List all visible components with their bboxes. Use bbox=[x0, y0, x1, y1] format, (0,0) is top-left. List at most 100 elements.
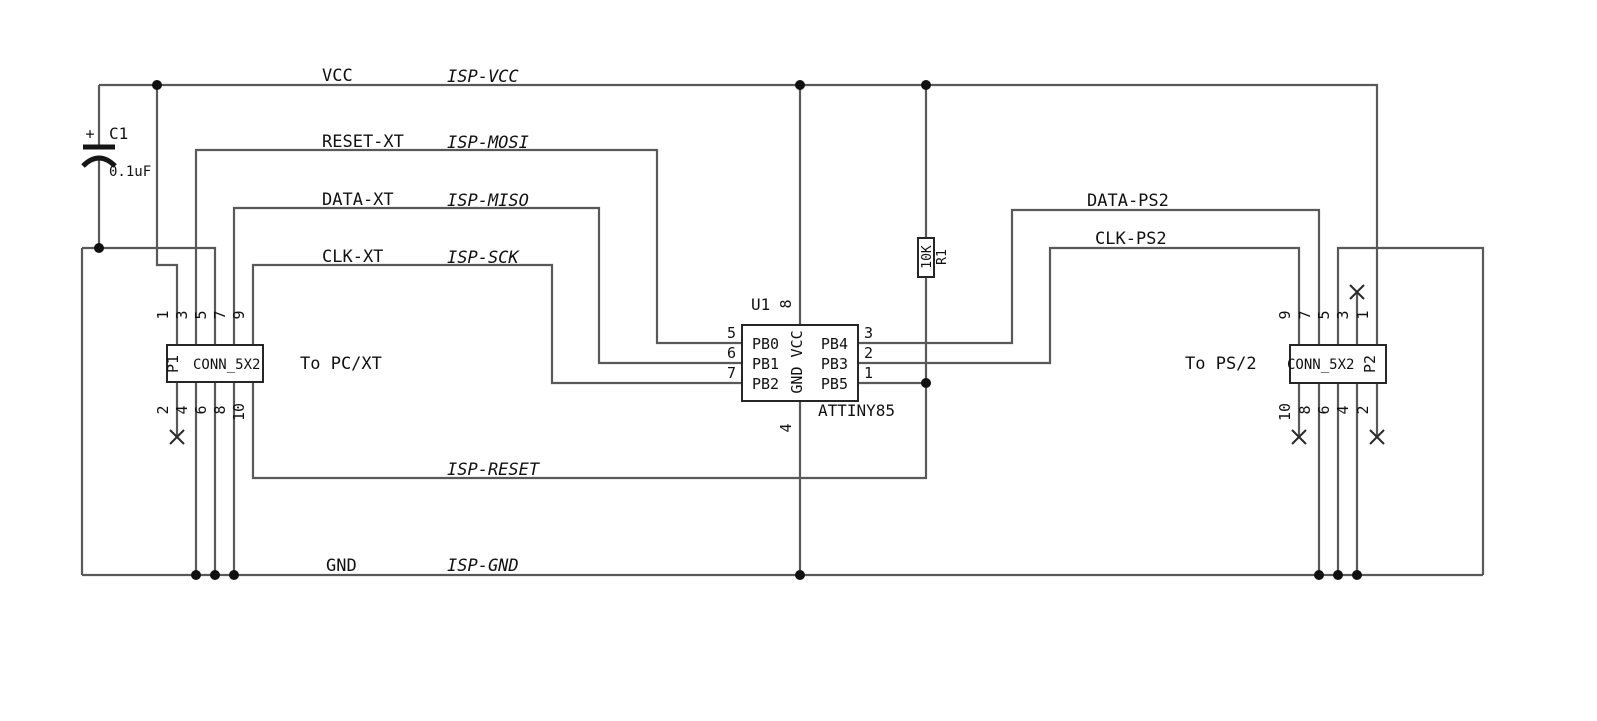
p1-pin10-number: 10 bbox=[230, 403, 248, 421]
p1-pin1-number: 1 bbox=[154, 310, 172, 319]
junction-dot bbox=[94, 243, 104, 253]
p1-note: To PC/XT bbox=[300, 354, 382, 374]
component-p1: P1 CONN_5X2 1 3 5 7 9 2 4 6 8 10 To PC/X… bbox=[154, 310, 382, 421]
u1-pin5-number: 5 bbox=[727, 324, 736, 342]
p1-value: CONN_5X2 bbox=[193, 357, 260, 373]
wire-isp-reset bbox=[251, 382, 928, 480]
net-label-isp-reset: ISP-RESET bbox=[447, 460, 541, 480]
p1-pin2-number: 2 bbox=[154, 405, 172, 414]
component-p2: P2 CONN_5X2 9 7 5 3 1 10 8 6 4 2 To PS/2 bbox=[1185, 310, 1387, 421]
net-label-data-xt: DATA-XT bbox=[322, 190, 394, 210]
junction-dot bbox=[921, 80, 931, 90]
junction-dots bbox=[94, 80, 1362, 580]
junction-dot bbox=[210, 570, 220, 580]
p1-pin8-number: 8 bbox=[211, 405, 229, 414]
junction-dot bbox=[1314, 570, 1324, 580]
u1-pin3-number: 3 bbox=[864, 324, 873, 342]
c1-ref: C1 bbox=[109, 124, 128, 143]
net-label-isp-miso: ISP-MISO bbox=[447, 191, 529, 211]
p2-pin7-number: 7 bbox=[1296, 310, 1314, 319]
junction-dot bbox=[795, 80, 805, 90]
wire-p1-pin1-vcc bbox=[155, 85, 179, 345]
net-labels: VCC ISP-VCC RESET-XT ISP-MOSI DATA-XT IS… bbox=[322, 66, 1169, 576]
net-label-clk-ps2: CLK-PS2 bbox=[1095, 229, 1167, 249]
net-label-isp-mosi: ISP-MOSI bbox=[447, 133, 529, 153]
u1-pin-name-pb3: PB3 bbox=[821, 355, 848, 373]
component-u1: U1 8 4 5 6 7 PB0 PB1 PB2 3 2 1 PB4 PB3 P… bbox=[727, 295, 895, 433]
p2-pin2-number: 2 bbox=[1354, 405, 1372, 414]
p1-pin7-number: 7 bbox=[211, 310, 229, 319]
junction-dot bbox=[1333, 570, 1343, 580]
junction-dot bbox=[921, 378, 931, 388]
u1-pin-name-pb2: PB2 bbox=[752, 375, 779, 393]
p2-pin10-number: 10 bbox=[1276, 403, 1294, 421]
u1-pin-name-pb1: PB1 bbox=[752, 355, 779, 373]
p2-pin5-number: 5 bbox=[1315, 310, 1333, 319]
u1-pin-name-pb5: PB5 bbox=[821, 375, 848, 393]
u1-power-pins-label: GND VCC bbox=[788, 330, 806, 393]
net-label-data-ps2: DATA-PS2 bbox=[1087, 191, 1169, 211]
wire-gnd-right-rail-p2-pin5 bbox=[1336, 246, 1485, 575]
p2-ref: P2 bbox=[1361, 355, 1379, 373]
u1-pin2-number: 2 bbox=[864, 344, 873, 362]
junction-dot bbox=[229, 570, 239, 580]
no-connect-x-icon bbox=[1349, 284, 1365, 300]
p2-pin8-number: 8 bbox=[1296, 405, 1314, 414]
wires bbox=[80, 83, 1485, 577]
junction-dot bbox=[191, 570, 201, 580]
p2-note: To PS/2 bbox=[1185, 354, 1257, 374]
p2-pin6-number: 6 bbox=[1315, 405, 1333, 414]
p2-pin9-number: 9 bbox=[1276, 310, 1294, 319]
p2-pin3-number: 3 bbox=[1334, 310, 1352, 319]
wire-data-ps2 bbox=[858, 208, 1321, 345]
u1-pin-name-pb4: PB4 bbox=[821, 335, 848, 353]
wire-vcc-rail bbox=[99, 83, 1379, 345]
u1-value: ATTINY85 bbox=[818, 401, 895, 420]
no-connect-x-icon bbox=[1369, 429, 1385, 445]
u1-pin6-number: 6 bbox=[727, 344, 736, 362]
net-label-gnd: GND bbox=[326, 556, 357, 576]
u1-pin1-number: 1 bbox=[864, 364, 873, 382]
u1-pin8-number: 8 bbox=[777, 299, 795, 308]
net-label-isp-sck: ISP-SCK bbox=[447, 248, 520, 268]
r1-value: 10K bbox=[920, 245, 935, 269]
wire-clk-xt bbox=[251, 263, 742, 385]
net-label-isp-vcc: ISP-VCC bbox=[447, 67, 519, 87]
p2-pin1-number: 1 bbox=[1354, 310, 1372, 319]
wire-data-xt bbox=[232, 206, 742, 365]
p1-pin5-number: 5 bbox=[192, 310, 210, 319]
u1-pin7-number: 7 bbox=[727, 364, 736, 382]
p1-pin3-number: 3 bbox=[173, 310, 191, 319]
p2-pin4-number: 4 bbox=[1334, 405, 1352, 414]
u1-ref: U1 bbox=[751, 295, 770, 314]
p1-pin6-number: 6 bbox=[192, 405, 210, 414]
junction-dot bbox=[795, 570, 805, 580]
c1-polarity-mark: + bbox=[85, 125, 94, 143]
junction-dot bbox=[1352, 570, 1362, 580]
wire-reset-xt bbox=[194, 148, 742, 345]
p2-body bbox=[1289, 344, 1387, 384]
junction-dot bbox=[152, 80, 162, 90]
p1-pin4-number: 4 bbox=[173, 405, 191, 414]
net-label-reset-xt: RESET-XT bbox=[322, 132, 404, 152]
capacitor-bottom-plate bbox=[81, 155, 117, 168]
component-r1: 10K R1 bbox=[917, 237, 950, 278]
resistor-body bbox=[917, 237, 935, 278]
no-connect-x-icon bbox=[169, 429, 185, 445]
net-label-vcc: VCC bbox=[322, 66, 353, 86]
u1-body bbox=[741, 324, 859, 402]
component-c1: + C1 0.1uF bbox=[81, 124, 151, 180]
net-label-clk-xt: CLK-XT bbox=[322, 247, 383, 267]
wire-gnd-spur-p1-pin5 bbox=[82, 246, 217, 345]
p1-ref: P1 bbox=[164, 355, 182, 373]
p1-pin9-number: 9 bbox=[230, 310, 248, 319]
p1-body bbox=[166, 344, 264, 383]
net-label-isp-gnd: ISP-GND bbox=[447, 556, 519, 576]
r1-ref: R1 bbox=[935, 249, 950, 265]
p2-value: CONN_5X2 bbox=[1287, 357, 1354, 373]
no-connect-marks bbox=[169, 284, 1385, 445]
u1-pin4-number: 4 bbox=[777, 423, 795, 432]
wire-clk-ps2 bbox=[858, 246, 1301, 365]
